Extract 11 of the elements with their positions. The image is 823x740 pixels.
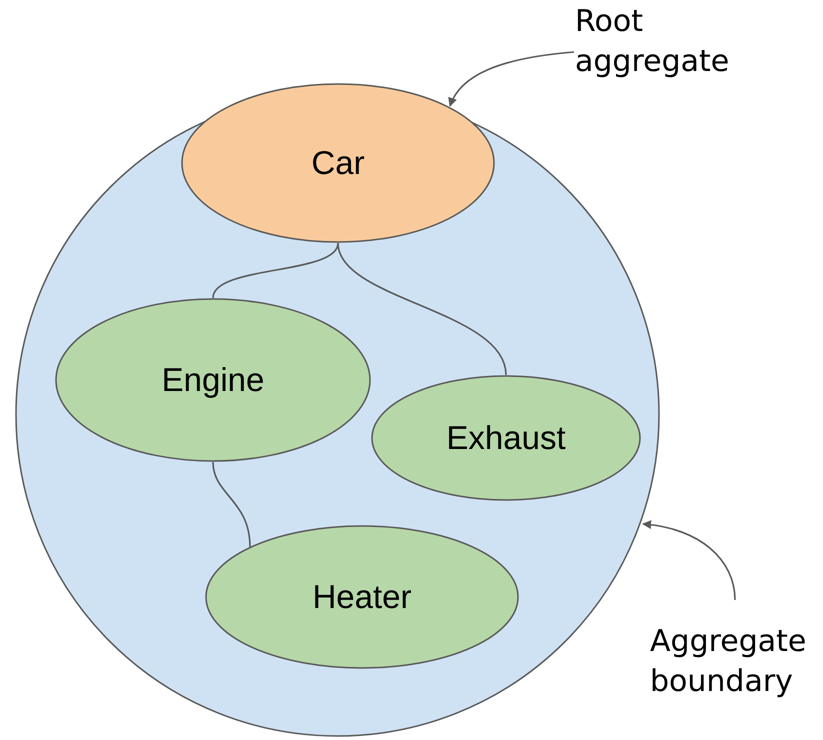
node-label: Heater [312, 578, 412, 616]
node-label: Engine [162, 361, 264, 399]
annotation-text: Aggregate boundary [650, 622, 823, 706]
leader-arrow [642, 520, 736, 600]
connector-line [337, 242, 507, 376]
node-label: Exhaust [446, 419, 566, 457]
connector-line [212, 462, 251, 548]
connector-line [212, 242, 339, 298]
leader-arrow [448, 51, 574, 107]
node-label: Car [311, 144, 365, 182]
annotation-text: Root aggregate [575, 2, 755, 86]
